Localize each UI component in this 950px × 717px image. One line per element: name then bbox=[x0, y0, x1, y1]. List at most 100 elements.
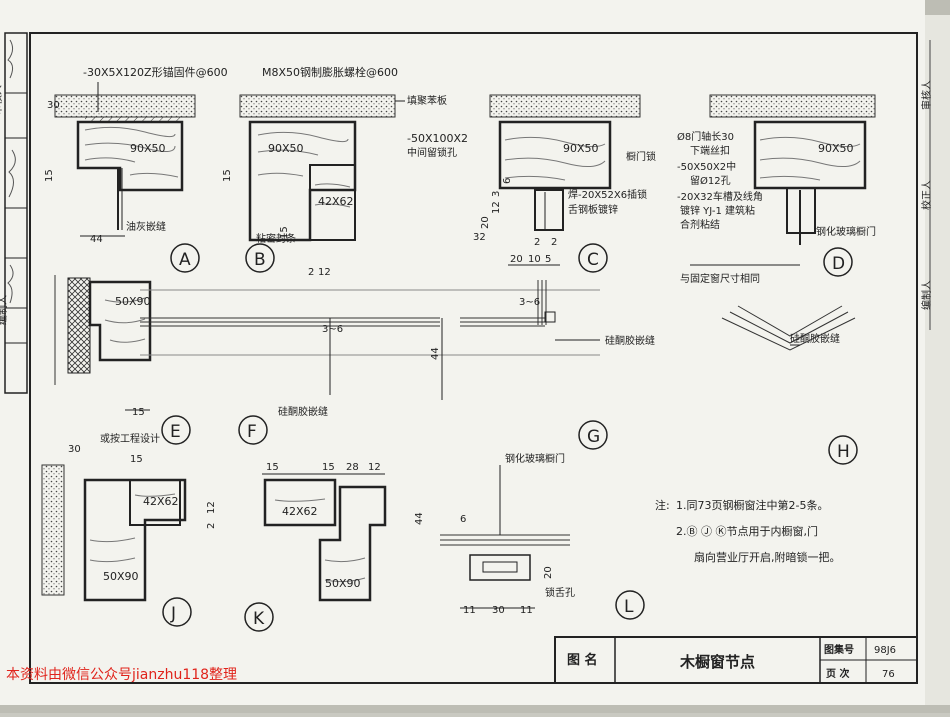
dim-c-20: 20 bbox=[480, 216, 491, 229]
callout-a: A bbox=[179, 250, 191, 270]
detail-f: 3~6 硅酮胶嵌缝 44 F bbox=[140, 289, 600, 445]
label-d-glass-door: 钢化玻璃橱门 bbox=[816, 225, 876, 238]
dim-k-15a: 15 bbox=[266, 462, 279, 473]
label-c-section: 90X50 bbox=[563, 142, 599, 155]
dim-a-44: 44 bbox=[90, 234, 103, 245]
dim-j-12: 12 bbox=[206, 501, 217, 514]
detail-l: 钢化玻璃橱门 锁舌孔 44 6 20 11 30 11 L bbox=[414, 452, 645, 620]
watermark-text: 本资料由微信公众号jianzhu118整理 bbox=[6, 667, 238, 683]
notes-title: 注: bbox=[655, 498, 670, 512]
label-a-anchor: -30X5X120Z形锚固件@600 bbox=[83, 65, 228, 79]
label-b-seal: 粘密封条 bbox=[256, 232, 296, 245]
label-d-adhesive: 镀锌 YJ-1 建筑粘 bbox=[680, 204, 755, 217]
atlas-number: 98J6 bbox=[874, 645, 896, 656]
callout-l: L bbox=[624, 597, 634, 617]
signature-scribbles bbox=[7, 39, 16, 304]
callout-c: C bbox=[587, 250, 599, 270]
dim-e-15: 15 bbox=[132, 407, 145, 418]
dim-c-3: 3 bbox=[491, 191, 502, 197]
dim-b-15b: 15 bbox=[279, 226, 290, 239]
callout-j: J bbox=[170, 604, 176, 624]
label-a-putty: 油灰嵌缝 bbox=[126, 220, 166, 233]
dim-k-12: 12 bbox=[368, 462, 381, 473]
label-d-hole: 留Ø12孔 bbox=[690, 174, 731, 187]
dim-l-11b: 11 bbox=[520, 605, 533, 616]
detail-d: Ø8门轴长30 下端丝扣 -50X50X2中 留Ø12孔 -20X32车槽及线角… bbox=[677, 94, 876, 285]
detail-e: 50X90 15 E bbox=[54, 275, 191, 445]
edge-label-reviewer: 审核人 bbox=[920, 80, 933, 110]
callout-e: E bbox=[170, 422, 181, 442]
dim-l-11a: 11 bbox=[463, 605, 476, 616]
dim-b-12: 12 bbox=[318, 267, 331, 278]
callout-h: H bbox=[837, 442, 850, 462]
dim-f-gap: 3~6 bbox=[322, 324, 343, 335]
detail-k: 42X62 50X90 15 15 28 12 K bbox=[244, 462, 387, 632]
label-d-groove: -20X32车槽及线角 bbox=[677, 190, 763, 203]
label-e-section: 50X90 bbox=[115, 295, 151, 308]
label-b-eps: 填聚苯板 bbox=[407, 94, 447, 107]
dim-l-30: 30 bbox=[492, 605, 505, 616]
label-c-plate: -50X100X2 bbox=[407, 132, 468, 145]
dim-l-44: 44 bbox=[414, 512, 425, 525]
label-d-plate: -50X50X2中 bbox=[677, 160, 736, 173]
label-k-section: 42X62 bbox=[282, 505, 318, 518]
label-d-thread: 下端丝扣 bbox=[690, 144, 730, 157]
notes-line-1: 1.同73页钢橱窗注中第2-5条。 bbox=[676, 498, 828, 512]
label-d-bond: 合剂粘结 bbox=[680, 218, 720, 231]
dim-k-15b: 15 bbox=[322, 462, 335, 473]
label-c-lock: 橱门锁 bbox=[626, 150, 656, 163]
dim-g-gap: 3~6 bbox=[519, 297, 540, 308]
dim-j-15: 15 bbox=[130, 454, 143, 465]
notes-line-2: 2.Ⓑ Ⓙ Ⓚ节点用于内橱窗,门 bbox=[676, 524, 818, 538]
label-g-silicone: 硅酮胶嵌缝 bbox=[605, 334, 655, 347]
label-j-section: 42X62 bbox=[143, 495, 179, 508]
callout-k: K bbox=[253, 609, 265, 629]
dim-c-12: 12 bbox=[491, 201, 502, 214]
label-c-tongue: 舌钢板镀锌 bbox=[568, 203, 618, 216]
label-b-section: 90X50 bbox=[268, 142, 304, 155]
dim-c-2a: 2 bbox=[534, 237, 540, 248]
callout-g: G bbox=[587, 427, 600, 447]
title-name-label: 图 名 bbox=[567, 652, 598, 668]
edge-label-checker: 校正人 bbox=[920, 180, 933, 210]
title-block: 图 名 木橱窗节点 图集号 98J6 页 次 76 bbox=[554, 636, 918, 684]
label-h-silicone: 硅酮胶嵌缝 bbox=[790, 332, 840, 345]
edge-label-compiler: 编制人 bbox=[920, 280, 933, 310]
label-b-bolt: M8X50钢制膨胀螺栓@600 bbox=[262, 65, 398, 79]
side-label-reviewer: 审核人 bbox=[0, 85, 4, 115]
detail-c: -50X100X2 中间留锁孔 90X50 橱门锁 焊-20X52X6插锁 舌钢… bbox=[407, 94, 656, 273]
page-label: 页 次 bbox=[826, 667, 849, 680]
next-page-edge-panel: 审核人 校正人 编制人 bbox=[920, 40, 933, 330]
label-d-pivot: Ø8门轴长30 bbox=[677, 130, 734, 143]
drawing-border bbox=[29, 32, 918, 684]
detail-b: M8X50钢制膨胀螺栓@600 填聚苯板 90X50 42X62 粘密封条 15… bbox=[222, 65, 447, 278]
side-label-compiler: 编制人 bbox=[0, 295, 9, 325]
label-j-section2: 50X90 bbox=[103, 570, 139, 583]
label-b-section2: 42X62 bbox=[318, 195, 354, 208]
label-j-design: 或按工程设计 bbox=[100, 432, 160, 445]
label-a-section: 90X50 bbox=[130, 142, 166, 155]
dim-c-6: 6 bbox=[502, 178, 513, 184]
dim-a-15: 15 bbox=[44, 169, 55, 182]
label-f-silicone: 硅酮胶嵌缝 bbox=[278, 405, 328, 418]
side-label-checker: 校正人 bbox=[0, 202, 2, 232]
dim-c-20b: 20 bbox=[510, 254, 523, 265]
dim-b-2: 2 bbox=[308, 267, 314, 278]
page-number: 76 bbox=[882, 669, 895, 680]
callout-b: B bbox=[254, 250, 266, 270]
label-c-weld: 焊-20X52X6插锁 bbox=[568, 188, 647, 201]
dim-c-10: 10 bbox=[528, 254, 541, 265]
label-d-section: 90X50 bbox=[818, 142, 854, 155]
dim-c-5: 5 bbox=[545, 254, 551, 265]
dim-j-30: 30 bbox=[68, 444, 81, 455]
dim-k-28: 28 bbox=[346, 462, 359, 473]
dim-a-30: 30 bbox=[47, 100, 60, 111]
label-l-glass-door: 钢化玻璃橱门 bbox=[505, 452, 565, 465]
detail-a: -30X5X120Z形锚固件@600 90X50 30 15 44 油灰嵌缝 A bbox=[44, 65, 228, 273]
drawing-title: 木橱窗节点 bbox=[679, 653, 755, 671]
dim-j-2: 2 bbox=[206, 523, 217, 529]
callout-d: D bbox=[832, 254, 845, 274]
notes-line-3: 扇向营业厅开启,附暗锁一把。 bbox=[694, 550, 841, 564]
